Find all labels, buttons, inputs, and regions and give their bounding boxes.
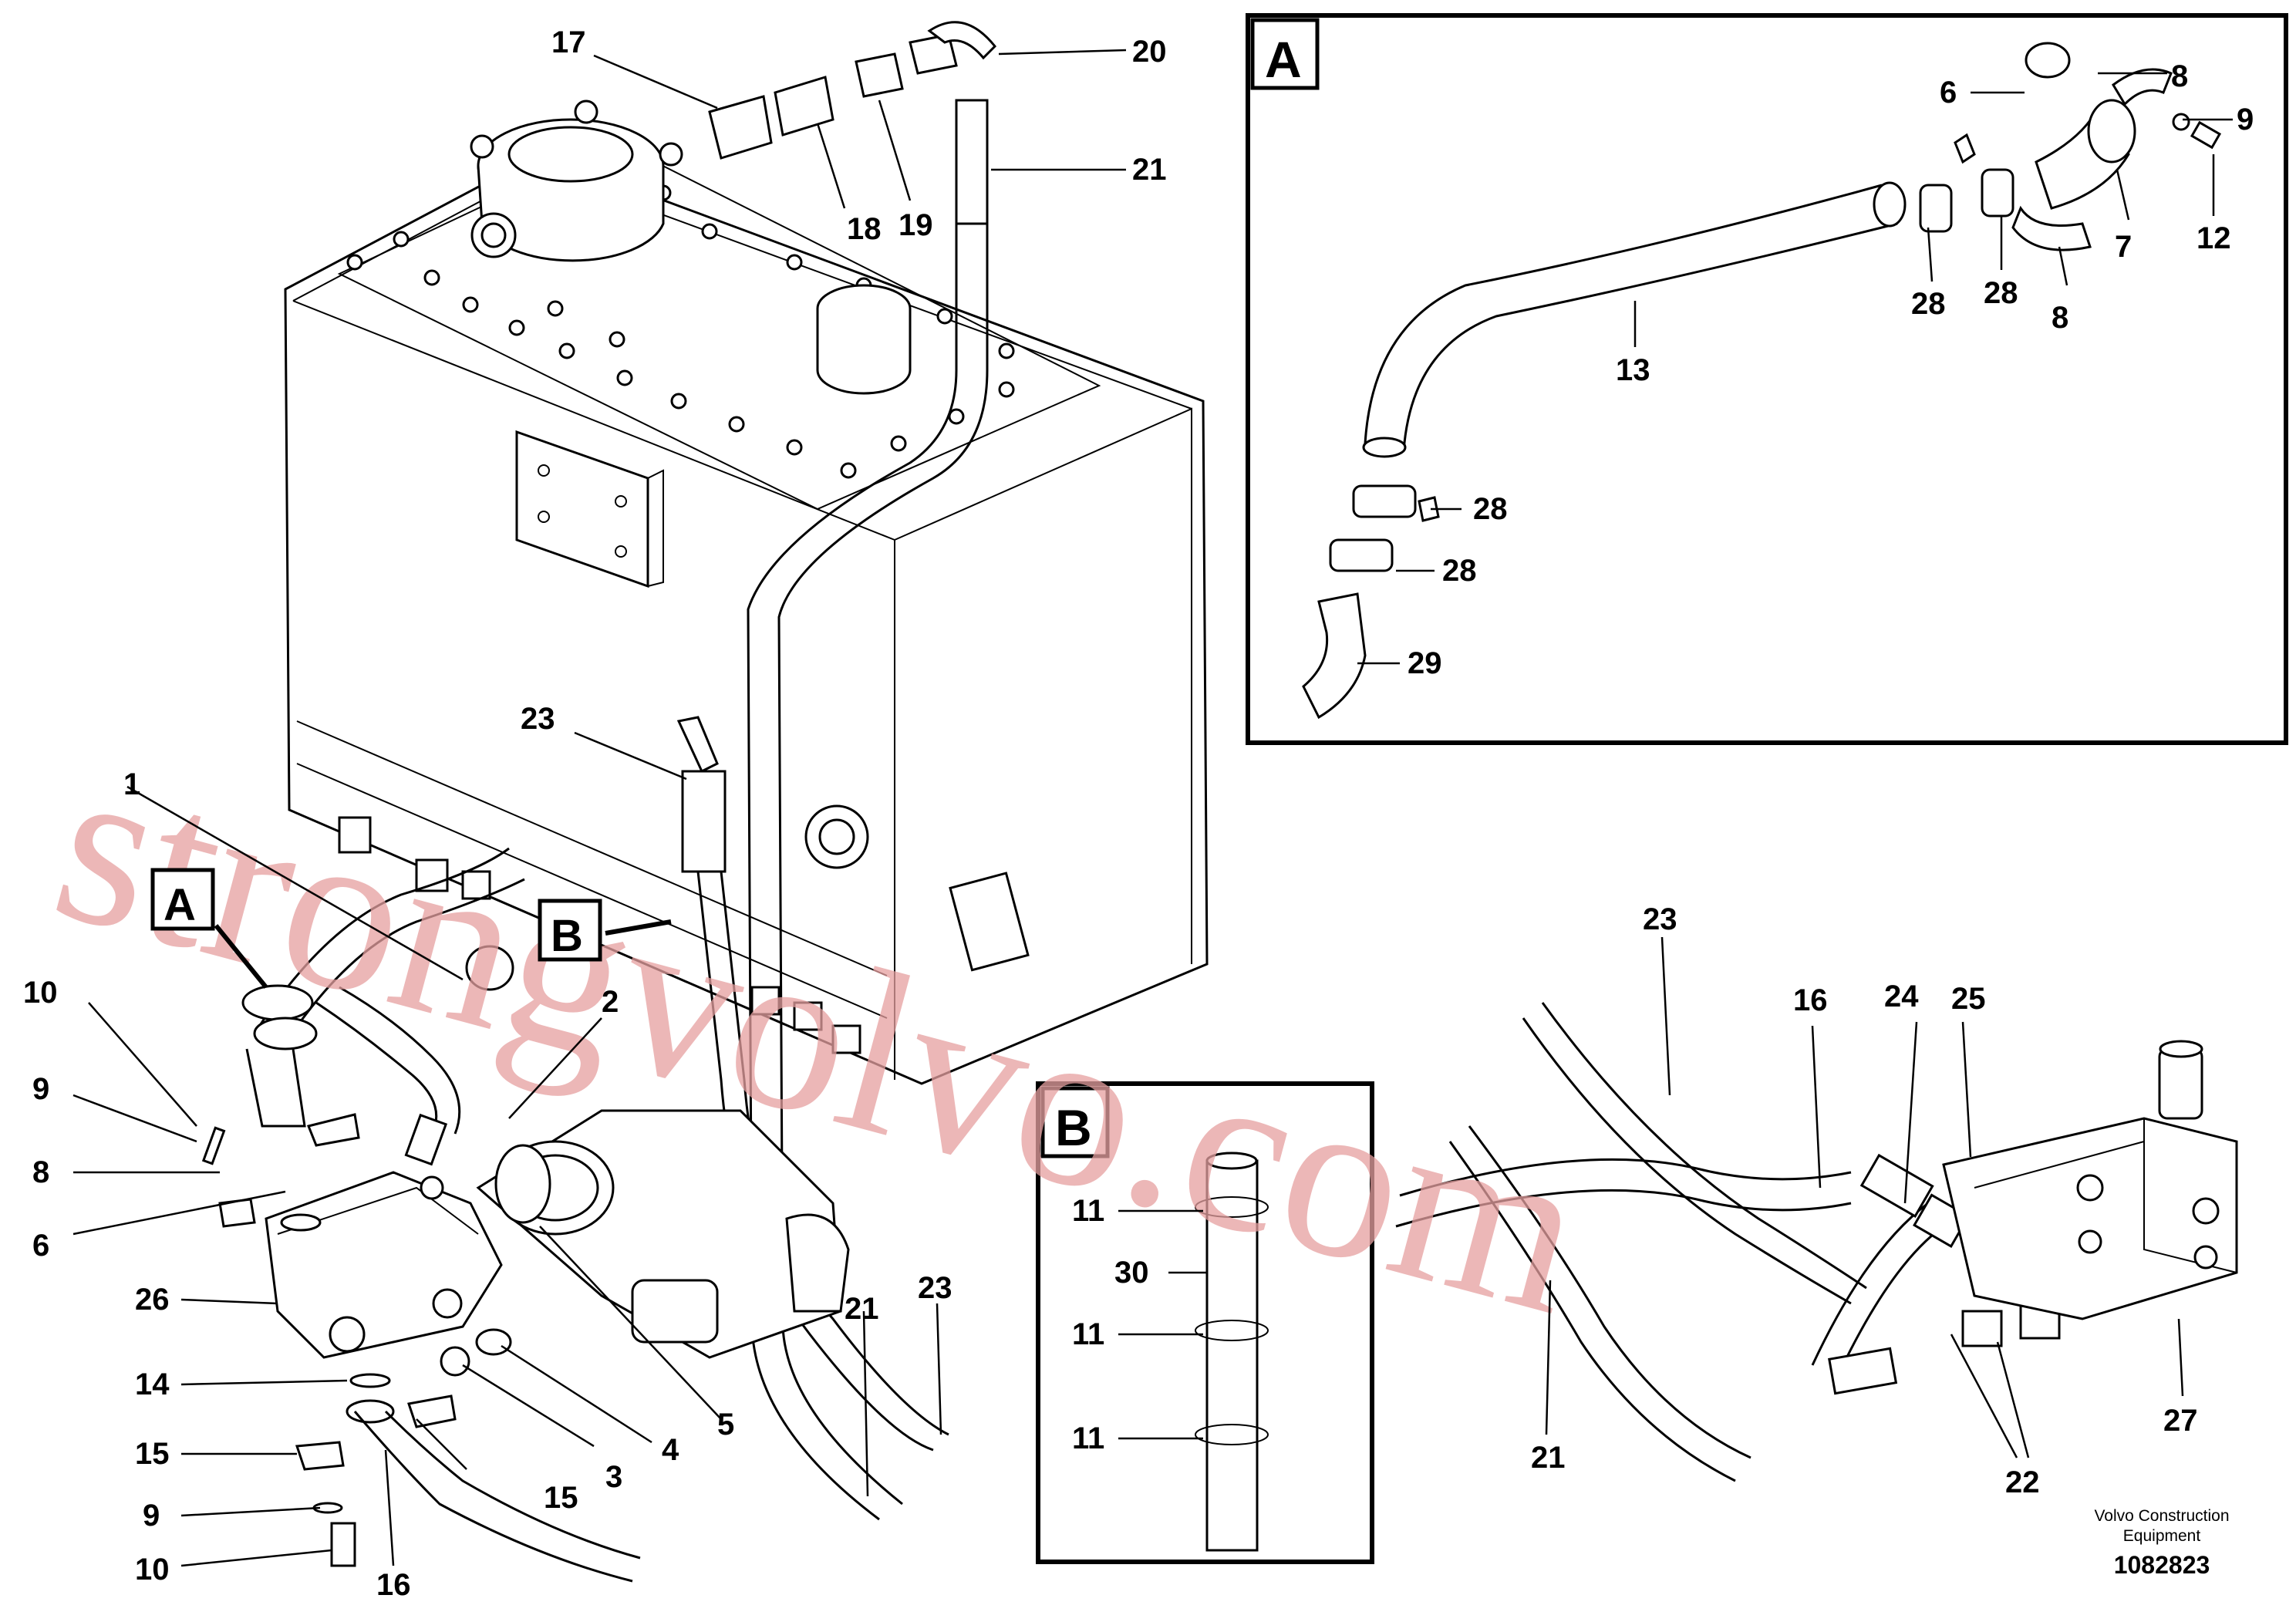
section-marker-a: A (150, 868, 215, 931)
callout: 7 (2115, 230, 2132, 264)
section-marker-b: B (538, 899, 602, 962)
callout: 12 (2197, 221, 2231, 255)
callout: 27 (2163, 1404, 2198, 1438)
callout: 6 (32, 1229, 49, 1263)
callout: 28 (1984, 276, 2018, 310)
suction-hose (241, 847, 525, 1135)
document-number: 1082823 (2114, 1551, 2210, 1579)
detail-b-box: B (1036, 1081, 1374, 1564)
callout: 28 (1473, 492, 1508, 526)
main-view-callouts: 17 20 21 18 19 23 1 2 10 9 8 6 26 14 15 … (23, 25, 1167, 1602)
callout: 9 (32, 1072, 49, 1106)
callout: 8 (2171, 59, 2188, 93)
callout: 13 (1616, 353, 1650, 387)
hydraulic-pump (265, 1113, 503, 1359)
callout: 10 (135, 1553, 170, 1587)
svg-text:A: A (164, 880, 196, 930)
publisher-line-1: Volvo Construction (2094, 1507, 2229, 1525)
callout: 1 (123, 767, 140, 801)
callout: 23 (918, 1271, 952, 1305)
callout: 14 (135, 1367, 170, 1401)
detail-a-title: A (1265, 31, 1302, 88)
callout: 17 (551, 25, 586, 59)
callout: 15 (544, 1481, 578, 1515)
callout: 4 (662, 1433, 679, 1467)
callout: 25 (1951, 982, 1986, 1016)
callout: 23 (521, 702, 555, 736)
valve-assembly (1395, 1002, 2238, 1482)
valve-view-callouts: 23 16 24 25 27 21 22 (1531, 902, 2198, 1499)
callout: 3 (605, 1460, 622, 1494)
callout: 20 (1132, 35, 1167, 69)
callout: 8 (32, 1155, 49, 1189)
callout: 2 (602, 985, 619, 1019)
callout: 5 (717, 1408, 734, 1442)
svg-text:B: B (551, 911, 583, 961)
callout: 21 (845, 1292, 879, 1326)
detail-a-box: A (1246, 13, 2288, 745)
return-filter-housing (470, 99, 683, 262)
callout: 9 (143, 1499, 160, 1533)
callout: 21 (1531, 1441, 1566, 1475)
callout: 11 (1072, 1194, 1104, 1228)
callout: 9 (2237, 103, 2254, 137)
callout: 28 (1442, 554, 1477, 588)
detail-b-title: B (1055, 1099, 1092, 1156)
callout: 23 (1643, 902, 1677, 936)
callout: 24 (1884, 980, 1919, 1013)
top-fittings (708, 21, 997, 160)
callout: 26 (135, 1283, 170, 1317)
hydraulic-tank (284, 99, 1209, 1085)
pump-small-parts (201, 1113, 641, 1583)
callout: 8 (2052, 301, 2068, 335)
callout: 29 (1408, 646, 1442, 680)
detail-a-callouts: 6 8 9 12 7 8 28 28 13 28 28 29 (1408, 59, 2254, 680)
leader-lines (72, 49, 2233, 1567)
callout: 19 (899, 208, 933, 242)
callout: 16 (376, 1568, 411, 1602)
callout: 21 (1132, 153, 1167, 187)
publisher-line-2: Equipment (2123, 1527, 2201, 1545)
callout: 30 (1114, 1256, 1149, 1290)
callout: 15 (135, 1437, 170, 1471)
hose-21 (747, 99, 989, 1521)
callout: 18 (847, 212, 882, 246)
callout: 16 (1793, 983, 1828, 1017)
callout: 10 (23, 976, 58, 1010)
callout: 11 (1072, 1317, 1104, 1351)
callout: 6 (1940, 76, 1957, 110)
detail-b-callouts: 11 30 11 11 (1072, 1194, 1149, 1455)
callout: 11 (1072, 1421, 1104, 1455)
callout: 22 (2005, 1465, 2040, 1499)
callout: 28 (1911, 287, 1946, 321)
